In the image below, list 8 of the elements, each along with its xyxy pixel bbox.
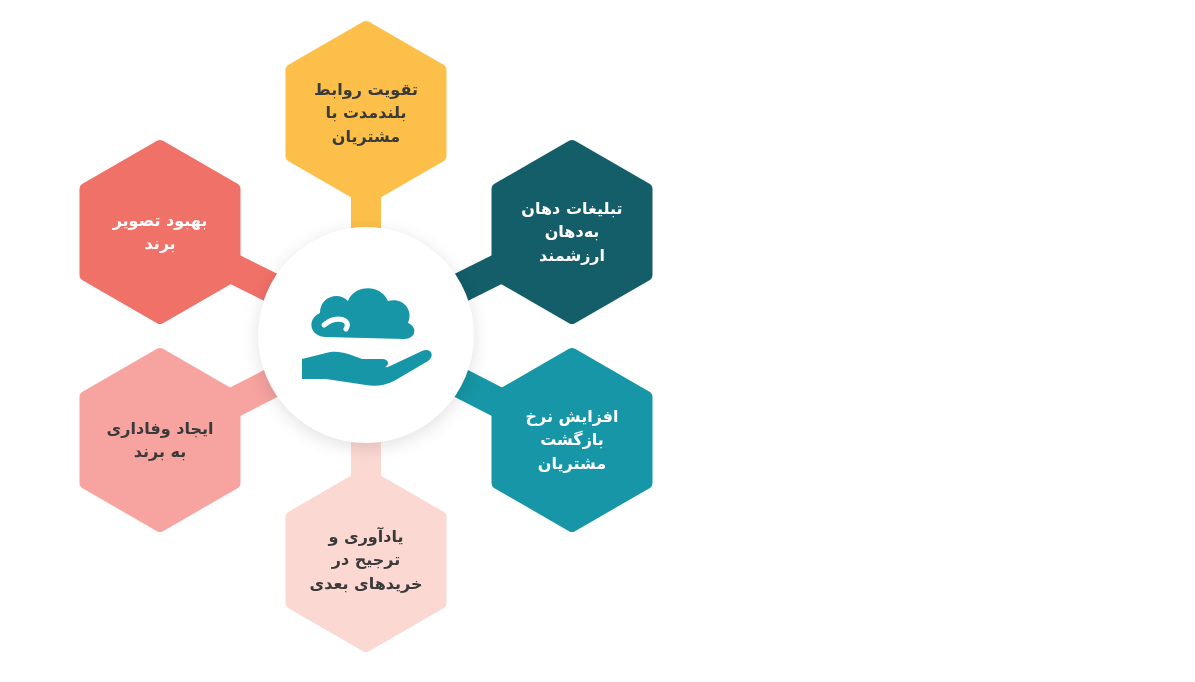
benefit-text: تبلیغات دهان به‌دهان ارزشمند [520, 198, 624, 267]
benefit-text: بهبود تصویر برند [111, 209, 209, 255]
benefit-text: تقویت روابط بلندمدت با مشتریان [313, 79, 419, 148]
benefit-text: ایجاد وفاداری به برند [105, 417, 215, 463]
benefit-text: یادآوری و ترجیح در خریدهای بعدی [308, 526, 424, 595]
connector-bar [351, 439, 381, 478]
connector-bar [351, 195, 381, 231]
benefit-text: افزایش نرخ بازگشت مشتریان [524, 406, 620, 475]
